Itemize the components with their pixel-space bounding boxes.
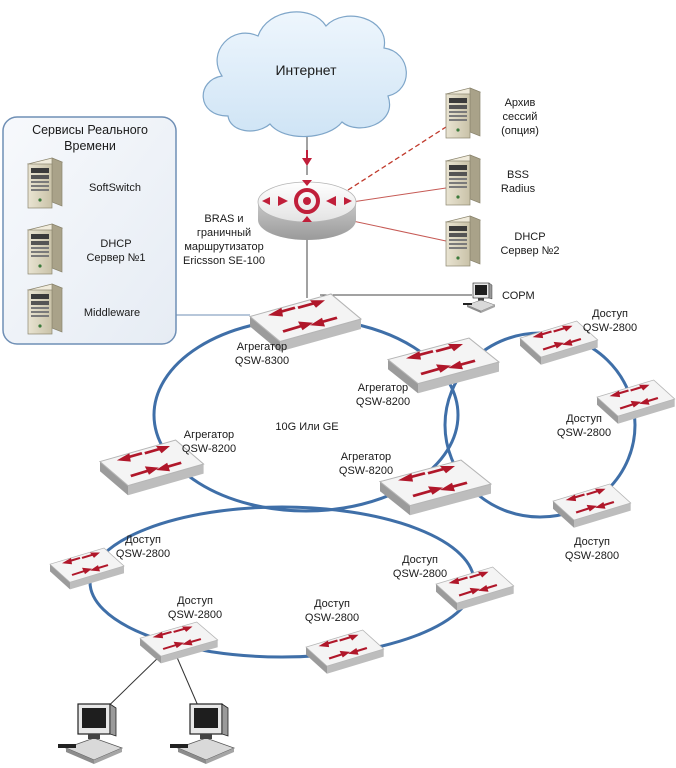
realtime-services-panel: Сервисы Реального Времени SoftSwitch DHC… [2,116,177,345]
acc-r2-switch-icon [595,378,676,425]
svg-text:BSS: BSS [507,169,529,181]
sorm-workstation: СОРМ [462,282,535,314]
bss-link [351,187,447,203]
svg-text:Доступ: Доступ [402,554,438,566]
svg-text:Доступ: Доступ [177,595,213,607]
svg-text:QSW-8200: QSW-8200 [356,396,410,408]
end-user-workstations [57,703,235,765]
svg-text:DHCP: DHCP [100,238,131,250]
workstation-1-icon [57,703,123,765]
archive-link [347,126,447,191]
svg-text:QSW-8300: QSW-8300 [235,355,289,367]
softswitch-server-icon [27,157,63,209]
svg-text:Доступ: Доступ [125,534,161,546]
svg-text:Сервер №2: Сервер №2 [500,245,559,257]
svg-text:Доступ: Доступ [314,598,350,610]
acc-l1-switch-icon [48,546,126,591]
sorm-computer-icon [462,282,496,314]
middleware-label: Middleware [84,307,140,319]
svg-text:Ericsson SE-100: Ericsson SE-100 [183,255,265,267]
svg-text:Агрегатор: Агрегатор [341,451,391,463]
switches [48,292,676,675]
svg-text:Агрегатор: Агрегатор [237,341,287,353]
softswitch-label: SoftSwitch [89,182,141,194]
dhcp2-link [347,219,447,242]
agg-mid-switch-icon [378,458,493,517]
svg-text:QSW-8200: QSW-8200 [339,465,393,477]
right-servers: Архив сессий (опция) BSS Radius DHCP Сер… [445,87,560,267]
acc-r3-switch-icon [551,482,632,529]
internet-label: Интернет [275,62,337,78]
svg-text:сессий: сессий [503,111,538,123]
bras-router [257,150,357,240]
internet-cloud: Интернет [202,11,407,138]
svg-text:граничный: граничный [197,227,251,239]
ring-label: 10G Или GE [275,421,338,433]
svg-text:Доступ: Доступ [592,308,628,320]
acc-b1-switch-icon [434,565,515,612]
svg-text:(опция): (опция) [501,125,539,137]
svg-text:Radius: Radius [501,183,536,195]
archive-server-icon [445,87,481,139]
svg-text:Архив: Архив [505,97,536,109]
svg-text:DHCP: DHCP [514,231,545,243]
sorm-label: СОРМ [502,290,535,302]
dhcp2-server-icon [445,215,481,267]
svg-text:QSW-2800: QSW-2800 [565,550,619,562]
svg-text:Доступ: Доступ [566,413,602,425]
bss-server-icon [445,154,481,206]
bras-label: BRAS и граничный маршрутизатор Ericsson … [183,213,265,267]
svg-text:Сервер №1: Сервер №1 [86,252,145,264]
svg-text:QSW-2800: QSW-2800 [305,612,359,624]
svg-text:QSW-2800: QSW-2800 [116,548,170,560]
panel-title-line-2: Времени [64,139,116,153]
svg-text:QSW-2800: QSW-2800 [583,322,637,334]
switch-labels: Агрегатор QSW-8300 Агрегатор QSW-8200 Аг… [116,308,637,624]
svg-text:маршрутизатор: маршрутизатор [184,241,263,253]
middleware-server-icon [27,283,63,335]
svg-text:BRAS и: BRAS и [204,213,243,225]
svg-text:QSW-2800: QSW-2800 [393,568,447,580]
svg-text:QSW-2800: QSW-2800 [168,609,222,621]
rings [88,317,637,659]
svg-text:Доступ: Доступ [574,536,610,548]
bottom-ring [88,505,476,659]
svg-text:QSW-2800: QSW-2800 [557,427,611,439]
svg-text:QSW-8200: QSW-8200 [182,443,236,455]
acc-l2-switch-icon [138,620,219,665]
svg-text:Агрегатор: Агрегатор [358,382,408,394]
links [91,126,472,723]
panel-title-line-1: Сервисы Реального [32,123,148,137]
dhcp1-server-icon [27,223,63,275]
workstation-2-icon [169,703,235,765]
svg-text:Агрегатор: Агрегатор [184,429,234,441]
acc-b2-switch-icon [304,628,385,675]
